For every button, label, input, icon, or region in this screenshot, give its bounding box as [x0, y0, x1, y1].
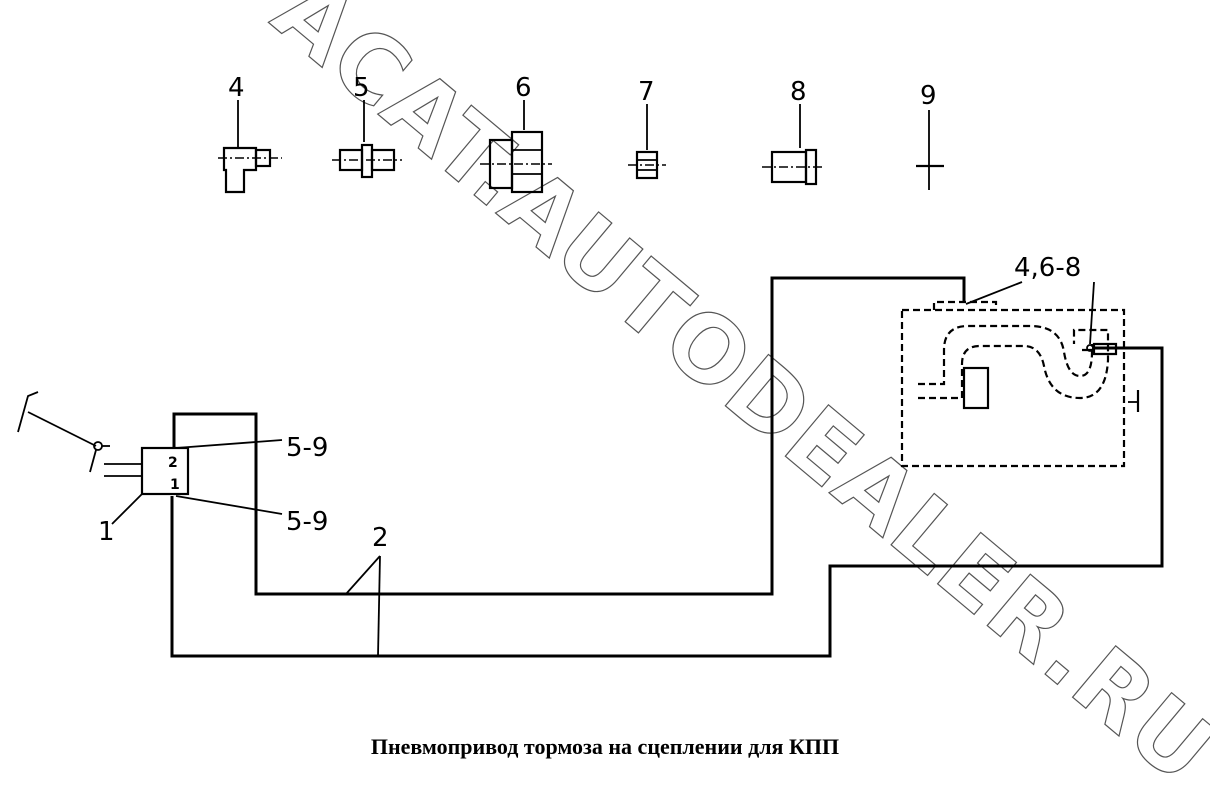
part-6-union-nut: [480, 100, 552, 194]
part-4-angle-fitting: [218, 100, 282, 194]
part-number-7: 7: [638, 77, 655, 107]
part-5-coupling: [332, 100, 402, 179]
callout-valve: 1: [98, 517, 115, 547]
callout-upper-fittings: 5-9: [286, 433, 328, 463]
callout-box-fittings: 4,6-8: [1014, 253, 1081, 283]
part-9-washer: [916, 110, 944, 190]
part-number-8: 8: [790, 77, 807, 107]
air-line-lower: [170, 346, 1164, 658]
clutch-pedal-linkage: [17, 391, 110, 473]
part-number-9: 9: [920, 81, 937, 111]
brake-valve: 2 1: [104, 446, 190, 496]
valve-port-1: 1: [170, 477, 180, 493]
part-8-sleeve: [762, 104, 824, 186]
watermark-text: ACAT.AUTODEALER.RU: [254, 0, 1210, 800]
air-line-upper: [172, 276, 966, 596]
callout-pipes: 2: [372, 523, 389, 553]
valve-port-2: 2: [168, 455, 178, 471]
part-7-nut: [628, 104, 666, 180]
part-number-4: 4: [228, 73, 245, 103]
callout-lower-fittings: 5-9: [286, 507, 328, 537]
diagram-caption: Пневмопривод тормоза на сцеплении для КП…: [370, 734, 840, 759]
watermark: ACAT.AUTODEALER.RU: [253, 0, 1210, 800]
part-number-5: 5: [353, 73, 370, 103]
part-number-6: 6: [515, 73, 532, 103]
gearbox-housing: [900, 300, 1140, 468]
